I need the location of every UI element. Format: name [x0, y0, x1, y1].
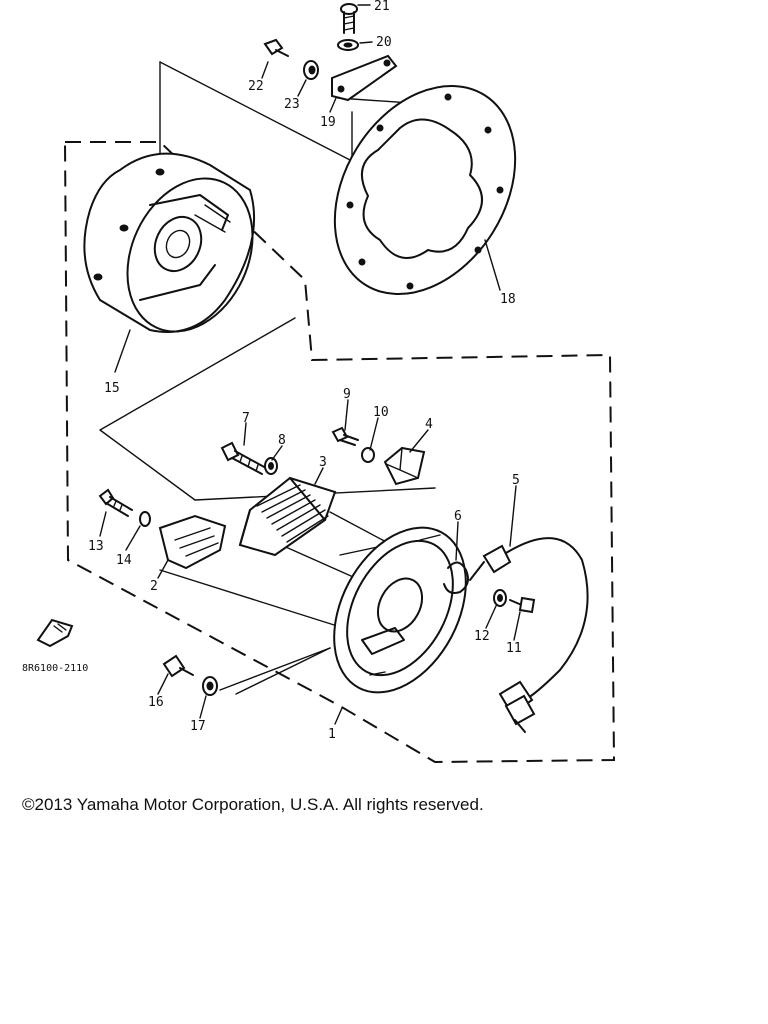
callout-14: 14	[116, 553, 132, 568]
part-6-clip	[443, 561, 469, 594]
callout-18: 18	[500, 292, 516, 307]
callout-13: 13	[88, 539, 104, 554]
part-11-screw	[509, 596, 536, 614]
callout-10: 10	[373, 405, 389, 420]
figure-reference-icon	[36, 618, 74, 648]
part-20-washer	[337, 39, 359, 51]
callout-8: 8	[278, 433, 286, 448]
part-5-harness	[469, 537, 589, 733]
part-8-washer	[264, 457, 278, 475]
part-4-block	[383, 446, 426, 486]
part-10-washer	[361, 447, 375, 463]
callout-12: 12	[474, 629, 490, 644]
assembly-boundary	[63, 141, 616, 764]
callout-6: 6	[454, 509, 462, 524]
part-17-nut	[202, 676, 218, 696]
part-12-washer	[493, 589, 507, 607]
figure-code: 8R6100-2110	[22, 663, 88, 674]
part-16-bolt	[162, 654, 194, 678]
callout-7: 7	[242, 411, 250, 426]
callout-labels: 21 20 22 23 19 18 15 7 8 9 10 4 3 5 6 13…	[22, 0, 522, 742]
callout-19: 19	[320, 115, 336, 130]
callout-leaders	[99, 4, 521, 725]
part-7-bolt	[220, 441, 267, 475]
exploded-parts-diagram: 21 20 22 23 19 18 15 7 8 9 10 4 3 5 6 13…	[22, 0, 616, 764]
callout-16: 16	[148, 695, 164, 710]
part-22-bolt	[263, 38, 289, 57]
part-19-bracket	[331, 54, 398, 102]
callout-22: 22	[248, 79, 264, 94]
callout-4: 4	[425, 417, 433, 432]
callout-15: 15	[104, 381, 120, 396]
copyright-notice: ©2013 Yamaha Motor Corporation, U.S.A. A…	[22, 795, 484, 814]
part-1-base-plate	[333, 526, 467, 694]
callout-2: 2	[150, 579, 158, 594]
callout-3: 3	[319, 455, 327, 470]
part-21-screw	[340, 3, 358, 34]
part-9-screw	[331, 426, 359, 446]
assembly-lines	[99, 61, 441, 695]
callout-21: 21	[374, 0, 390, 14]
callout-9: 9	[343, 387, 351, 402]
callout-1: 1	[328, 727, 336, 742]
part-18-gasket	[333, 84, 517, 296]
callout-5: 5	[512, 473, 520, 488]
part-3-coil	[238, 476, 337, 557]
part-2-pickup-coil	[158, 514, 227, 570]
callout-11: 11	[506, 641, 522, 656]
callout-17: 17	[190, 719, 206, 734]
part-23-nut	[303, 60, 319, 80]
part-15-flywheel	[83, 152, 256, 333]
part-14-washer	[139, 511, 151, 527]
callout-20: 20	[376, 35, 392, 50]
callout-23: 23	[284, 97, 300, 112]
part-13-screw	[98, 488, 133, 517]
